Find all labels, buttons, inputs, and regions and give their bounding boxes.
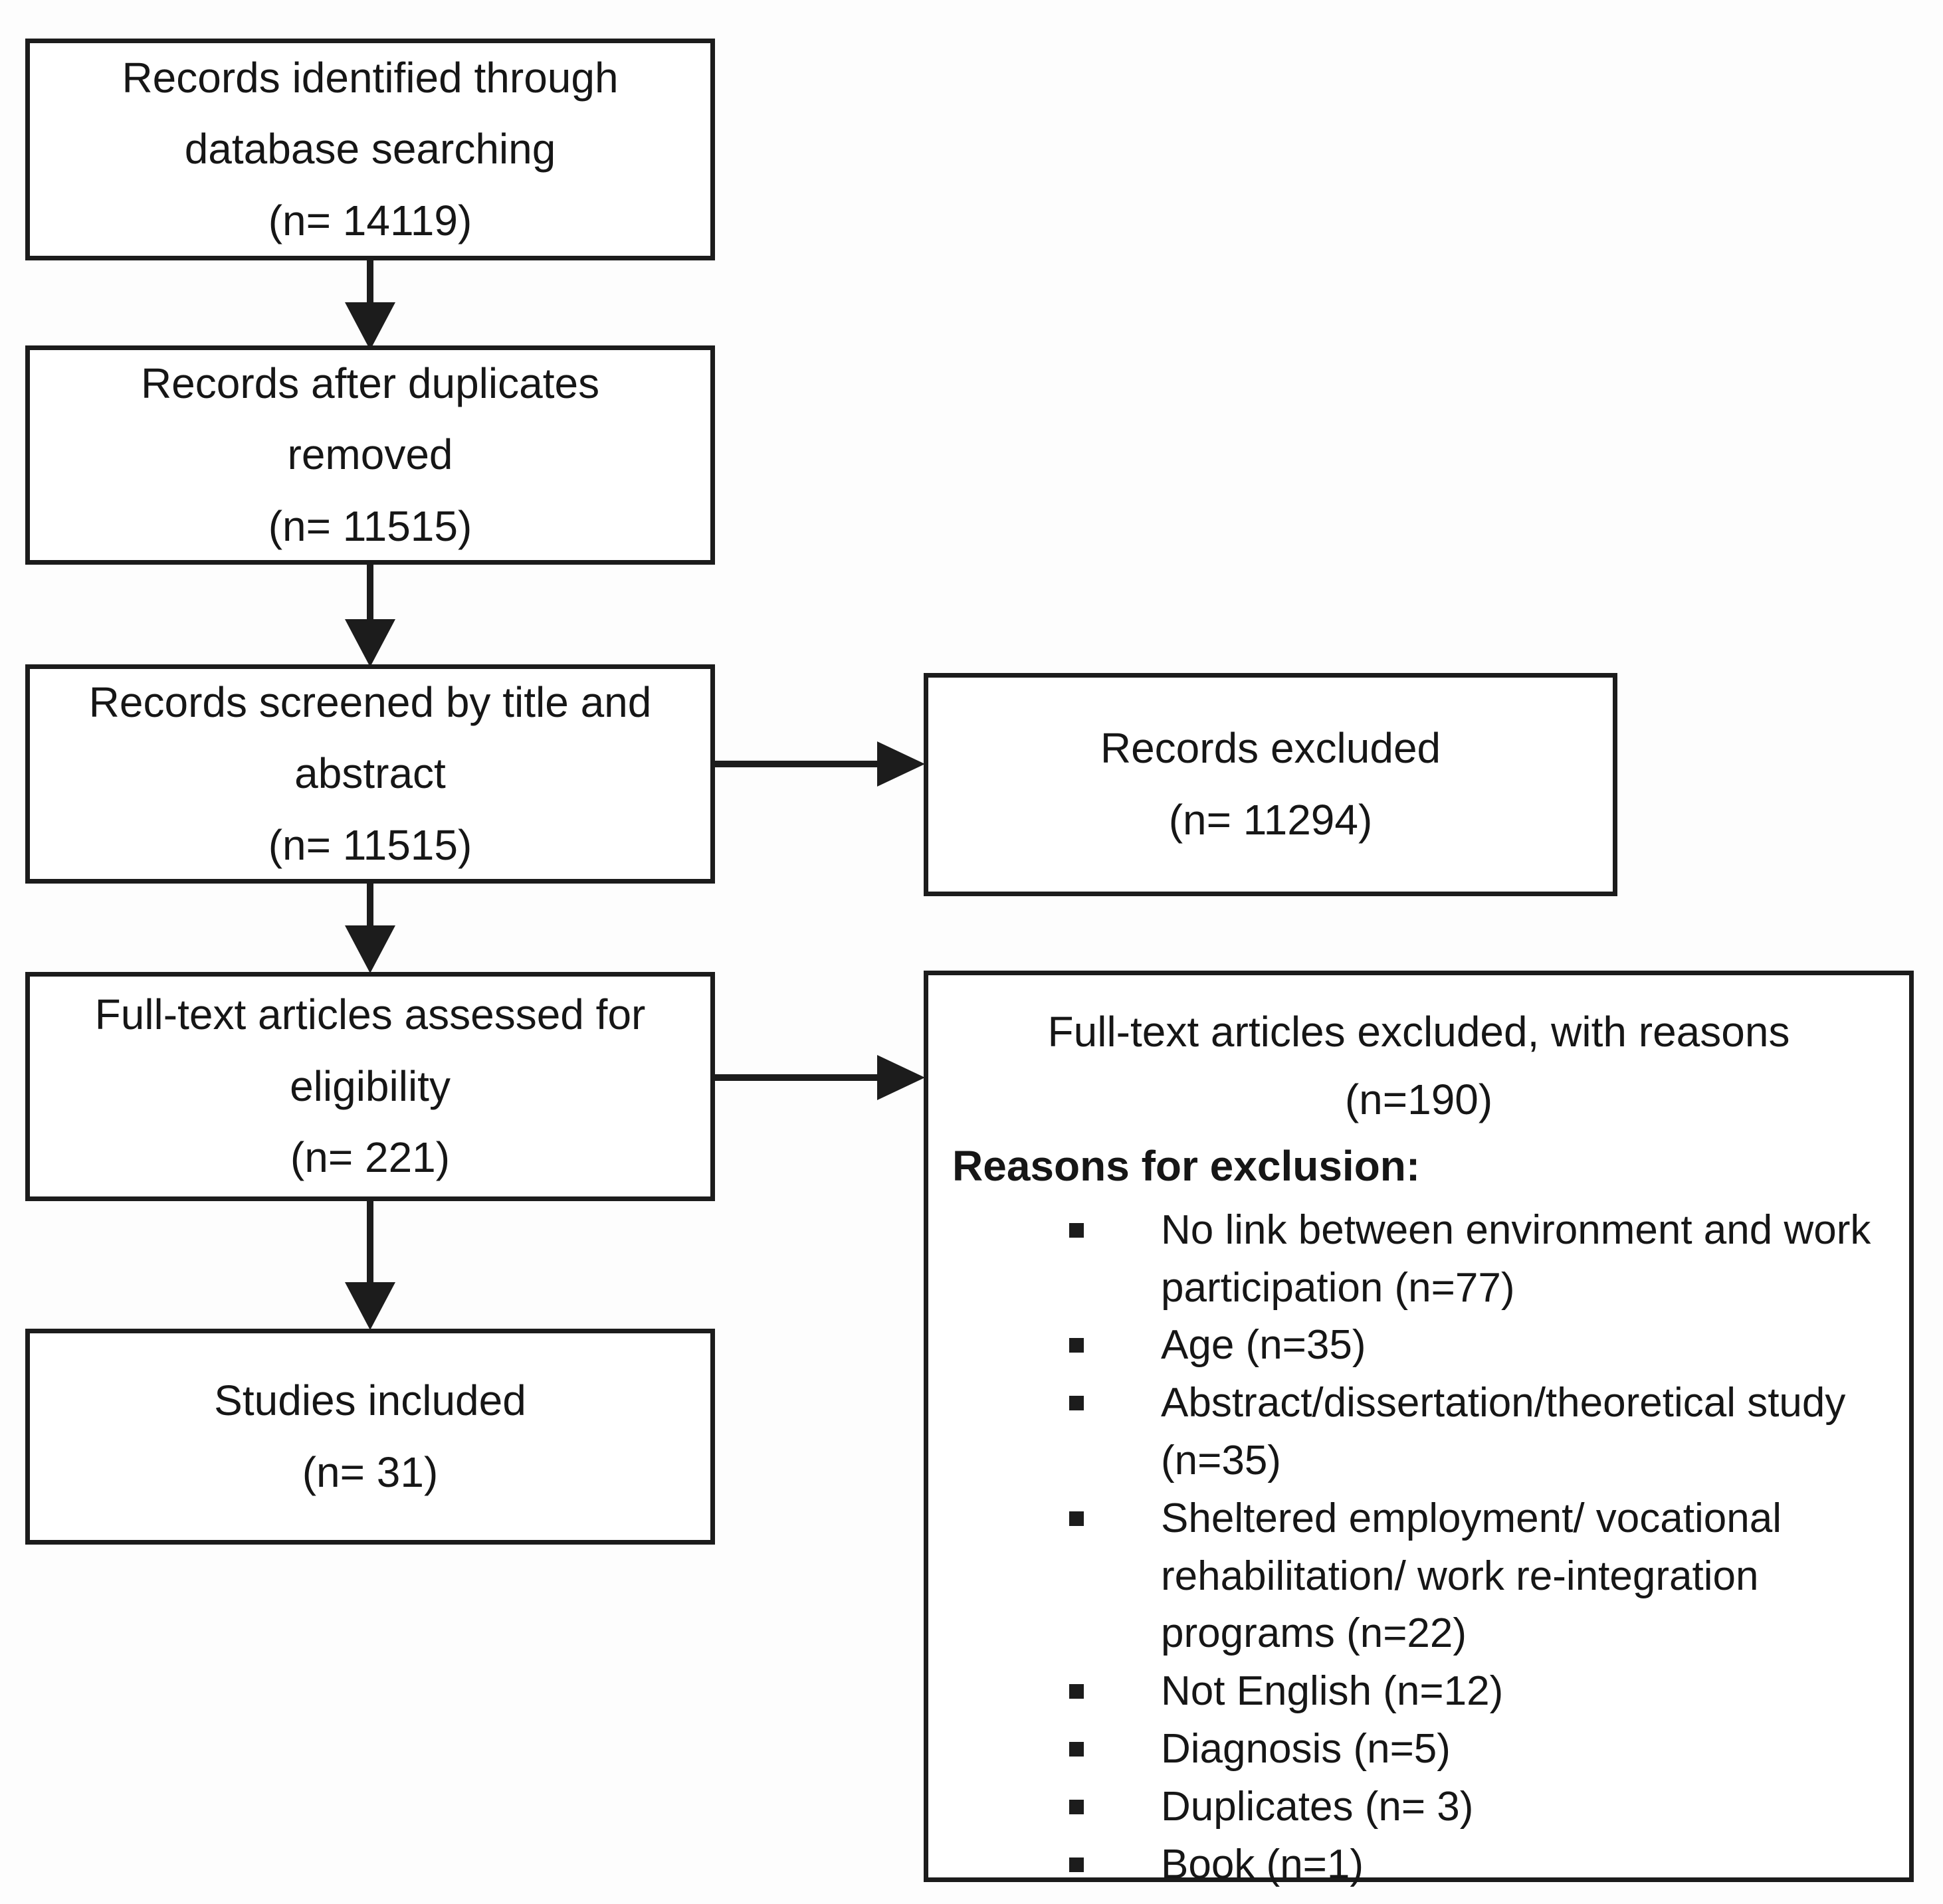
arrow-shaft <box>367 260 373 304</box>
list-item: Age (n=35) <box>1069 1317 1882 1375</box>
box-text-line: Records identified through <box>122 53 619 102</box>
box-fulltext-excluded-reasons: Full-text articles excluded, with reason… <box>924 971 1914 1887</box>
square-bullet-icon <box>1069 1684 1084 1699</box>
reasons-for-exclusion-heading: Reasons for exclusion: <box>952 1141 1421 1190</box>
list-item: No link between environment and work par… <box>1069 1202 1882 1317</box>
arrow-head <box>345 925 395 973</box>
box-fulltext-assessed: Full-text articles assessed for eligibil… <box>25 972 715 1201</box>
box-records-identified: Records identified through database sear… <box>25 39 715 260</box>
reason-text: Book (n=1) <box>1161 1841 1364 1887</box>
square-bullet-icon <box>1069 1511 1084 1526</box>
reasons-list: No link between environment and work par… <box>928 1202 1882 1894</box>
list-item: Diagnosis (n=5) <box>1069 1721 1882 1778</box>
reason-text: Duplicates (n= 3) <box>1161 1783 1474 1830</box>
box-text-line: (n= 11515) <box>268 502 472 550</box>
box-text-line: Records screened by title and <box>88 678 652 726</box>
square-bullet-icon <box>1069 1857 1084 1872</box>
box-records-after-duplicates: Records after duplicates removed (n= 115… <box>25 345 715 565</box>
list-item: Book (n=1) <box>1069 1836 1882 1894</box>
reason-text: Sheltered employment/ vocational rehabil… <box>1161 1495 1782 1657</box>
list-item: Not English (n=12) <box>1069 1663 1882 1721</box>
reason-text: Abstract/dissertation/theoretical study … <box>1161 1380 1846 1483</box>
box-text-line: Records after duplicates <box>140 359 600 407</box>
arrow-shaft <box>367 565 373 624</box>
box-text-line: abstract <box>294 749 446 798</box>
box-text-line: (n= 11294) <box>1168 796 1373 844</box>
box-records-excluded: Records excluded (n= 11294) <box>924 673 1617 896</box>
box-text-line: (n= 221) <box>290 1133 451 1182</box>
arrow-head <box>877 1055 925 1100</box>
arrow-head <box>345 1282 395 1330</box>
reason-text: Diagnosis (n=5) <box>1161 1725 1451 1772</box>
box-text-line: removed <box>287 430 453 479</box>
box-title-line: (n=190) <box>1344 1076 1493 1124</box>
list-item: Sheltered employment/ vocational rehabil… <box>1069 1490 1882 1663</box>
reason-text: No link between environment and work par… <box>1161 1206 1871 1311</box>
box-text-line: Records excluded <box>1100 724 1441 773</box>
arrow-head <box>345 619 395 667</box>
box-text-line: Studies included <box>214 1376 526 1424</box>
box-studies-included: Studies included (n= 31) <box>25 1329 715 1545</box>
square-bullet-icon <box>1069 1338 1084 1353</box>
box-text-line: database searching <box>184 125 556 173</box>
box-text-line: (n= 11515) <box>268 820 472 869</box>
square-bullet-icon <box>1069 1741 1084 1757</box>
list-item: Duplicates (n= 3) <box>1069 1778 1882 1836</box>
box-text-line: eligibility <box>290 1062 451 1110</box>
arrow-shaft <box>367 1201 373 1285</box>
arrow-head <box>877 741 925 787</box>
arrow-shaft <box>715 761 880 767</box>
box-text-line: (n= 14119) <box>268 196 472 244</box>
list-item: Abstract/dissertation/theoretical study … <box>1069 1375 1882 1490</box>
reason-text: Age (n=35) <box>1161 1322 1366 1369</box>
box-records-screened: Records screened by title and abstract (… <box>25 664 715 884</box>
box-title-line: Full-text articles excluded, with reason… <box>1047 1008 1790 1056</box>
arrow-head <box>345 302 395 350</box>
box-text-line: Full-text articles assessed for <box>94 991 646 1039</box>
square-bullet-icon <box>1069 1396 1084 1411</box>
arrow-shaft <box>715 1074 880 1081</box>
square-bullet-icon <box>1069 1799 1084 1814</box>
square-bullet-icon <box>1069 1222 1084 1238</box>
box-text-line: (n= 31) <box>302 1448 439 1496</box>
reason-text: Not English (n=12) <box>1161 1668 1504 1715</box>
arrow-shaft <box>367 884 373 927</box>
